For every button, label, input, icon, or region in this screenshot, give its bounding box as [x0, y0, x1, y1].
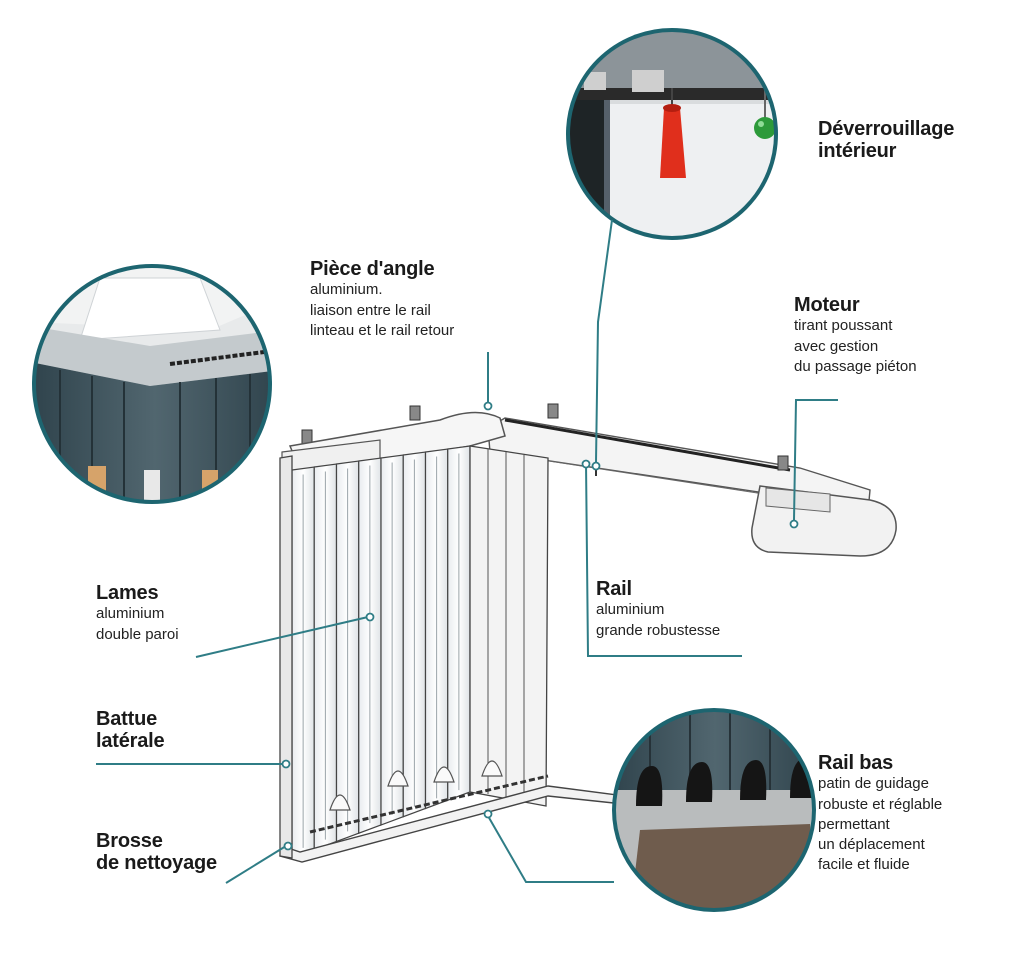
callout-rail-bas: Rail bas patin de guidage robuste et rég…: [818, 752, 942, 876]
detail-photo-unlock-handles: [566, 28, 778, 240]
leader-lines: [96, 219, 838, 884]
door-assembly: [279, 403, 897, 863]
callout-battue: Battue latérale: [96, 708, 165, 753]
callout-lames: Lames aluminium double paroi: [96, 582, 179, 645]
detail-photo-corner-piece: [32, 264, 272, 504]
callout-rail: Rail aluminium grande robustesse: [596, 578, 720, 641]
callout-description: aluminium grande robustesse: [596, 601, 721, 639]
leader-dots: [281, 401, 799, 851]
callout-title: Brosse de nettoyage: [96, 830, 217, 875]
callout-title: Pièce d'angle: [310, 258, 435, 280]
detail-photo-bottom-rail: [612, 708, 816, 912]
callout-title: Rail: [596, 578, 632, 600]
slats-panel: [291, 445, 471, 859]
callout-title: Déverrouillage intérieur: [818, 118, 955, 163]
callout-description: aluminium. liaison entre le rail linteau…: [310, 281, 455, 339]
callout-description: tirant poussant avec gestion du passage …: [794, 317, 917, 375]
callout-title: Moteur: [794, 294, 860, 316]
callout-title: Rail bas: [818, 752, 894, 774]
callout-description: aluminium double paroi: [96, 605, 179, 643]
callout-deverrouillage: Déverrouillage intérieur: [818, 118, 954, 163]
callout-piece-angle: Pièce d'angle aluminium. liaison entre l…: [310, 258, 454, 341]
callout-title: Battue latérale: [96, 708, 165, 753]
callout-description: patin de guidage robuste et réglable per…: [818, 775, 943, 874]
callout-brosse: Brosse de nettoyage: [96, 830, 217, 875]
callout-title: Lames: [96, 582, 159, 604]
callout-moteur: Moteur tirant poussant avec gestion du p…: [794, 294, 917, 377]
